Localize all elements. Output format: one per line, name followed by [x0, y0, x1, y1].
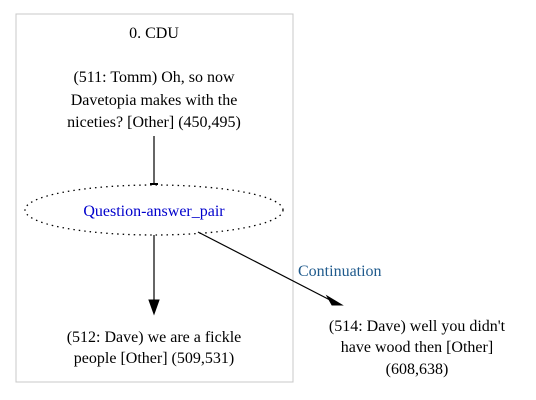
- arrowhead: [325, 294, 344, 306]
- continuation-label: Continuation: [298, 263, 382, 280]
- cdu-cluster-box: [15, 13, 294, 383]
- cdu-cluster-title: 0. CDU: [129, 25, 179, 42]
- node-512-line-1: (512: Dave) we are a fickle: [67, 329, 242, 346]
- relation-ellipse: [24, 184, 284, 236]
- edge-continuation: Continuation: [197, 231, 382, 306]
- node-511-line-3: niceties? [Other] (450,495): [67, 114, 241, 131]
- relation-node: Question-answer_pair: [24, 184, 284, 236]
- node-511-line-2: Davetopia makes with the: [71, 92, 238, 109]
- node-514-line-1: (514: Dave) well you didn't: [329, 318, 506, 335]
- node-514-line-2: have wood then [Other]: [341, 339, 493, 356]
- node-514-line-3: (608,638): [386, 361, 449, 378]
- node-511-line-1: (511: Tomm) Oh, so now: [73, 69, 235, 86]
- edge-511-to-relation: [150, 136, 158, 185]
- node-512: (512: Dave) we are a fickle people [Othe…: [67, 329, 242, 367]
- node-511: (511: Tomm) Oh, so now Davetopia makes w…: [67, 69, 241, 131]
- node-512-line-2: people [Other] (509,531): [74, 350, 234, 367]
- node-514: (514: Dave) well you didn't have wood th…: [329, 318, 506, 378]
- edge-relation-to-512: [148, 235, 160, 316]
- relation-label: Question-answer_pair: [83, 203, 225, 220]
- arrowhead: [148, 299, 160, 316]
